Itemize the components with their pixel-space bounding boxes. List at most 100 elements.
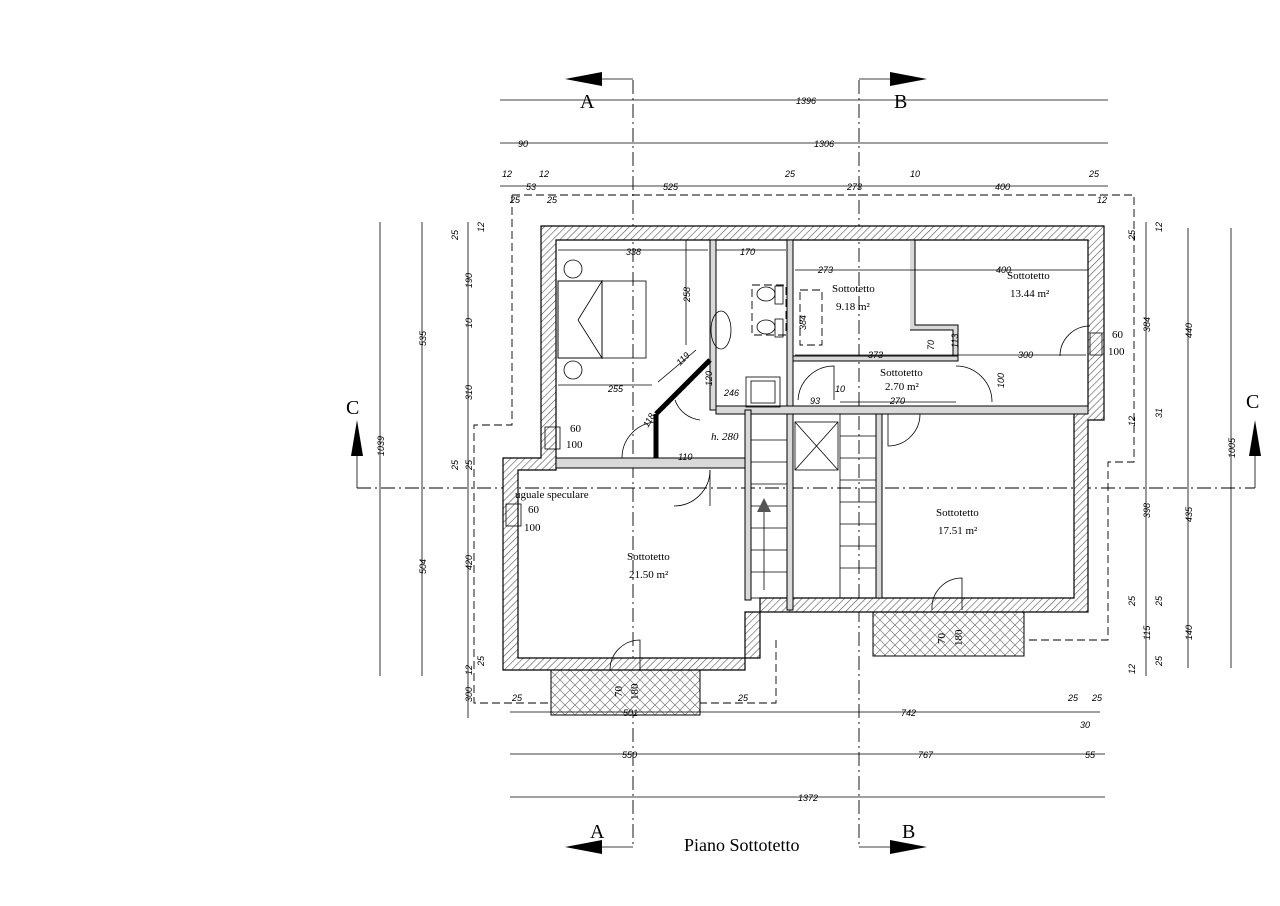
- dim-int-110: 110: [678, 452, 692, 462]
- dim-int-273: 273: [817, 265, 833, 275]
- room-3-name: Sottotetto: [880, 367, 923, 379]
- dim-right-outer: 1005: [1227, 437, 1237, 458]
- dim-int-93: 93: [810, 396, 820, 406]
- room-1-area: 9.18 m²: [836, 301, 871, 313]
- dim-left-mid-b: 504: [418, 559, 428, 574]
- dim-bottom-2b: 767: [918, 750, 934, 760]
- section-b-bottom-label: B: [902, 821, 915, 843]
- room-5-name: Sottotetto: [627, 551, 670, 563]
- window-3-width: 60: [1112, 329, 1124, 341]
- bed: [557, 259, 647, 380]
- section-c-right-label: C: [1246, 391, 1259, 413]
- dim-int-246: 246: [723, 388, 739, 398]
- dim-right-inner-c: 398: [1142, 503, 1152, 518]
- dim-right-mid-b: 435: [1184, 506, 1194, 522]
- dim-top-3d: 525: [663, 182, 679, 192]
- shaft: [794, 421, 839, 471]
- dim-bottom-1f: 30: [1080, 720, 1090, 730]
- dim-top-2b: 1306: [814, 139, 834, 149]
- dim-bottom-1g: 501: [623, 708, 638, 718]
- dim-int-113: 113: [950, 334, 960, 348]
- dim-int-255: 255: [607, 384, 624, 394]
- dim-top-2a: 90: [518, 139, 528, 149]
- dim-top-3c: 53: [526, 182, 536, 192]
- walls: [502, 225, 1105, 671]
- dim-left-outer: 1039: [376, 436, 386, 456]
- dim-right-inner-b: 31: [1154, 408, 1164, 418]
- staircase-right: [839, 413, 877, 599]
- dim-top-3g: 10: [910, 169, 920, 179]
- window-2-width: 60: [528, 504, 540, 516]
- balcony-2-height: 180: [953, 629, 965, 646]
- dim-left-inner-g: 300: [464, 687, 474, 702]
- room-5-area: 21.50 m²: [629, 569, 669, 581]
- mirror-note: uguale speculare: [515, 489, 589, 501]
- dim-right-inner-a: 384: [1142, 317, 1152, 332]
- dimension-lines: [379, 99, 1232, 798]
- dim-bottom-1a: 25: [511, 693, 523, 703]
- dim-top-4b: 25: [546, 195, 558, 205]
- dim-left-edge-c: 25: [476, 655, 486, 667]
- dim-int-119: 119: [674, 350, 691, 367]
- room-4-name: Sottotetto: [936, 507, 979, 519]
- dim-int-300: 300: [1018, 350, 1033, 360]
- dim-left-edge-a: 25: [450, 229, 460, 241]
- dim-int-258: 258: [682, 287, 692, 303]
- plan-title: Piano Sottotetto: [684, 835, 800, 855]
- dim-left-edge-b: 12: [476, 222, 486, 232]
- dim-bottom-1e: 25: [1091, 693, 1103, 703]
- dim-bottom-2a: 550: [622, 750, 637, 760]
- balcony-1-height: 180: [629, 683, 641, 700]
- dim-left-inner-f: 12: [464, 665, 474, 675]
- dim-int-120: 120: [704, 371, 714, 386]
- dim-right-inner-f: 12: [1127, 664, 1137, 674]
- window-2-height: 100: [524, 522, 541, 534]
- dim-top-3b: 12: [539, 169, 549, 179]
- window-1-width: 60: [570, 423, 582, 435]
- dim-int-400: 400: [996, 265, 1011, 275]
- dim-bottom-1b: 25: [737, 693, 749, 703]
- dim-bottom-1d: 25: [1067, 693, 1079, 703]
- dim-right-edge-e: 25: [1154, 595, 1164, 607]
- dim-int-384: 384: [798, 315, 808, 330]
- dim-right-edge-c: 12: [1127, 416, 1137, 426]
- dim-right-inner-e: 115: [1142, 625, 1152, 640]
- dim-left-inner-b: 10: [464, 318, 474, 328]
- dim-int-270: 270: [889, 396, 905, 406]
- dim-int-70: 70: [926, 340, 936, 350]
- dim-left-inner-a: 190: [464, 273, 474, 288]
- dim-left-inner-d: 25: [464, 459, 474, 471]
- dim-int-100: 100: [996, 373, 1006, 388]
- room-2-name: Sottotetto: [1007, 270, 1050, 282]
- dim-top-3a: 12: [502, 169, 512, 179]
- section-a-bottom-label: A: [590, 821, 605, 843]
- dim-top-4c: 12: [1097, 195, 1107, 205]
- dim-right-mid-c: 140: [1184, 625, 1194, 640]
- dim-int-338: 338: [626, 247, 641, 257]
- dim-int-10: 10: [835, 384, 845, 394]
- section-c-left-label: C: [346, 397, 359, 419]
- dim-top-3i: 25: [1088, 169, 1100, 179]
- ceiling-height-note: h. 280: [711, 431, 739, 443]
- dim-bottom-2c: 55: [1085, 750, 1096, 760]
- dim-left-inner-c: 310: [464, 385, 474, 400]
- room-1-name: Sottotetto: [832, 283, 875, 295]
- dim-left-mid-a: 535: [418, 330, 428, 346]
- staircase-left: [750, 413, 788, 599]
- dim-right-mid-a: 440: [1184, 323, 1194, 338]
- section-a-top-label: A: [580, 91, 595, 113]
- dim-right-inner-d: 25: [1127, 595, 1137, 607]
- dim-right-edge-d: 25: [1154, 655, 1164, 667]
- section-arrows: [351, 72, 1261, 854]
- dim-bottom-1c: 742: [901, 708, 916, 718]
- balcony-right: [872, 611, 1025, 657]
- dim-left-edge-d: 25: [450, 459, 460, 471]
- window-1-height: 100: [566, 439, 583, 451]
- section-lines: [357, 80, 1255, 848]
- balcony-2-width: 70: [936, 633, 948, 645]
- bathroom-fixtures: [710, 284, 823, 408]
- dim-right-edge-b: 12: [1154, 222, 1164, 232]
- room-3-area: 2.70 m²: [885, 381, 920, 393]
- window-markers: [505, 332, 1103, 527]
